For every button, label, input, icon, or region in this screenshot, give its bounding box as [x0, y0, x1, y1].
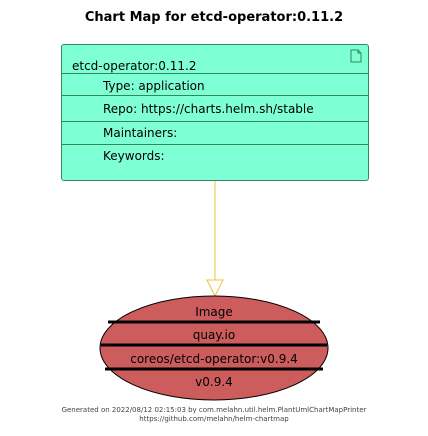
- connector-arrowhead: [206, 279, 224, 298]
- image-tag: v0.9.4: [195, 375, 233, 389]
- chart-name: etcd-operator:0.11.2: [72, 59, 197, 73]
- document-icon: [350, 49, 362, 63]
- row-divider: [62, 95, 368, 96]
- chart-keywords: Keywords:: [103, 149, 165, 163]
- image-registry: quay.io: [192, 328, 236, 342]
- chart-type: Type: application: [103, 79, 205, 93]
- chart-repo: Repo: https://charts.helm.sh/stable: [103, 102, 314, 116]
- chart-maintainers: Maintainers:: [103, 126, 178, 140]
- row-divider: [62, 121, 368, 122]
- chart-node: etcd-operator:0.11.2 Type: application R…: [61, 44, 369, 181]
- footer-generated: Generated on 2022/08/12 02:15:03 by com.…: [61, 406, 367, 414]
- row-divider: [62, 73, 368, 74]
- footer-link[interactable]: https://github.com/melahn/helm-chartmap: [139, 415, 289, 423]
- image-heading: Image: [195, 305, 233, 319]
- row-divider: [62, 144, 368, 145]
- diagram-title: Chart Map for etcd-operator:0.11.2: [84, 10, 344, 25]
- image-repository: coreos/etcd-operator:v0.9.4: [130, 352, 298, 366]
